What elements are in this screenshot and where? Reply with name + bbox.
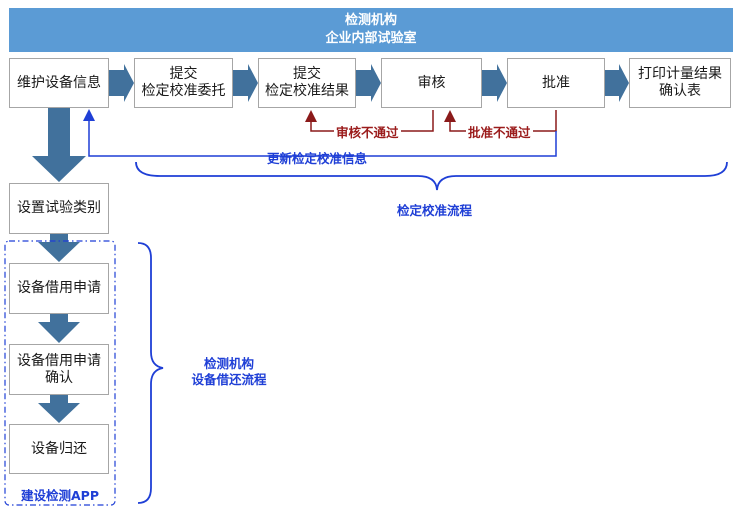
step-label: 检定校准结果 bbox=[265, 83, 349, 99]
header-title: 检测机构 bbox=[344, 13, 397, 28]
step-label: 提交 bbox=[293, 66, 321, 82]
step-borrow-confirm: 设备借用申请确认 bbox=[9, 344, 109, 395]
borrow-bracket bbox=[137, 242, 164, 504]
app-group-frame bbox=[4, 240, 116, 506]
step-label: 设备借用申请 bbox=[17, 352, 101, 369]
update-info-label: 更新检定校准信息 bbox=[267, 151, 368, 166]
step-label: 提交 bbox=[169, 66, 198, 82]
step-label: 设置试验类别 bbox=[17, 200, 101, 216]
flow-arrow-3 bbox=[356, 64, 381, 102]
step-set-category: 设置试验类别 bbox=[9, 183, 109, 234]
review-fail-label: 审核不通过 bbox=[334, 122, 401, 141]
update-info-connector bbox=[83, 109, 557, 157]
flow-arrow-5 bbox=[605, 64, 629, 102]
step-label: 批准 bbox=[542, 74, 570, 91]
flow-arrow-down-1 bbox=[32, 108, 86, 182]
step-review: 审核 bbox=[381, 58, 482, 108]
flow-arrow-down-2 bbox=[38, 234, 80, 262]
step-label: 设备借用申请 bbox=[17, 280, 101, 296]
approve-fail-label: 批准不通过 bbox=[466, 122, 533, 141]
step-label: 审核 bbox=[417, 74, 446, 91]
step-label: 检定校准委托 bbox=[141, 83, 226, 99]
calibration-bracket bbox=[135, 161, 728, 191]
flow-arrow-4 bbox=[482, 64, 507, 102]
app-group-label: 建设检测APP bbox=[21, 488, 99, 503]
step-approve: 批准 bbox=[507, 58, 605, 108]
header-subtitle: 企业内部试验室 bbox=[325, 31, 417, 46]
step-submit-result: 提交检定校准结果 bbox=[258, 58, 356, 108]
flow-arrow-1 bbox=[108, 64, 134, 102]
flow-arrow-down-3 bbox=[38, 314, 80, 343]
step-label: 设备归还 bbox=[31, 440, 87, 457]
step-submit-request: 提交检定校准委托 bbox=[134, 58, 233, 108]
borrow-flow-label-line1: 检测机构 bbox=[203, 356, 254, 371]
borrow-flow-label: 检测机构 设备借还流程 bbox=[181, 356, 277, 388]
step-label: 确认表 bbox=[659, 83, 701, 99]
flow-arrow-down-4 bbox=[38, 395, 80, 423]
step-label: 维护设备信息 bbox=[17, 74, 101, 91]
step-return: 设备归还 bbox=[9, 424, 109, 474]
flow-arrow-2 bbox=[233, 64, 258, 102]
calibration-flow-label: 检定校准流程 bbox=[397, 203, 473, 218]
step-label: 打印计量结果 bbox=[638, 66, 722, 82]
step-print-result: 打印计量结果确认表 bbox=[629, 58, 731, 108]
step-borrow-apply: 设备借用申请 bbox=[9, 263, 109, 314]
header-banner: 检测机构 企业内部试验室 bbox=[9, 8, 733, 52]
step-label: 确认 bbox=[45, 369, 73, 386]
borrow-flow-label-line2: 设备借还流程 bbox=[191, 372, 267, 387]
step-maintain-info: 维护设备信息 bbox=[9, 58, 109, 108]
